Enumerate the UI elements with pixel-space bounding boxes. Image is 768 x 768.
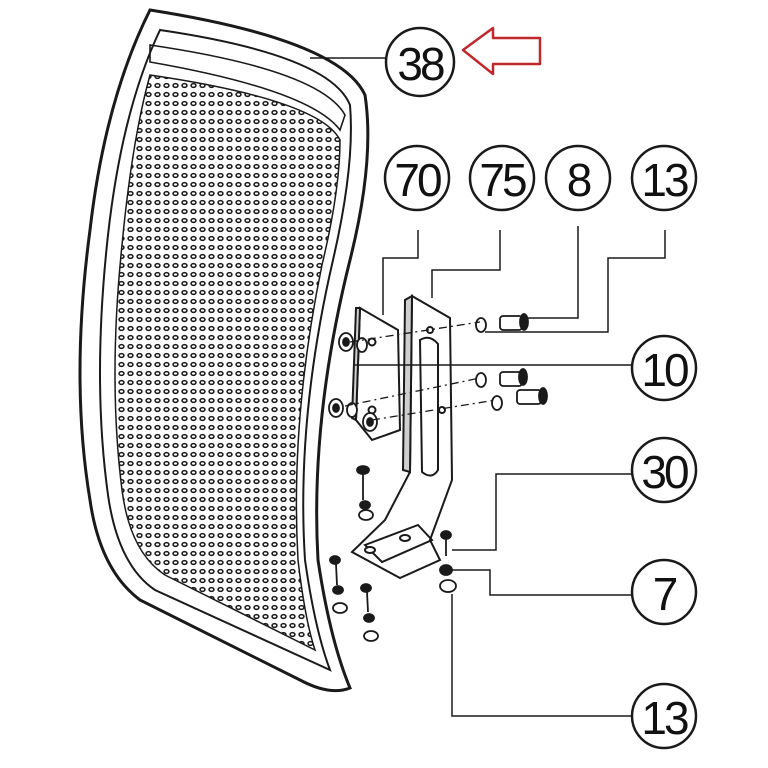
svg-text:13: 13 xyxy=(641,154,688,206)
callout-13-top: 13 xyxy=(630,144,698,212)
assembly-lines xyxy=(344,321,497,421)
callout-7: 7 xyxy=(630,558,698,626)
svg-text:70: 70 xyxy=(394,154,441,206)
callout-10: 10 xyxy=(630,334,698,402)
svg-text:8: 8 xyxy=(567,154,591,206)
callout-38: 38 xyxy=(384,26,456,98)
svg-text:38: 38 xyxy=(397,38,444,90)
svg-text:30: 30 xyxy=(641,446,688,498)
callout-70: 70 xyxy=(383,144,451,212)
backrest-mesh xyxy=(114,74,341,652)
leader-lines xyxy=(310,57,666,717)
callout-13-bottom: 13 xyxy=(630,682,698,750)
svg-text:10: 10 xyxy=(641,344,688,396)
svg-text:7: 7 xyxy=(653,568,677,620)
callout-30: 30 xyxy=(630,436,698,504)
svg-text:13: 13 xyxy=(641,692,688,744)
callout-75: 75 xyxy=(468,144,536,212)
callout-8: 8 xyxy=(544,144,612,212)
fasteners xyxy=(328,313,548,642)
highlight-arrow-icon xyxy=(461,26,542,76)
svg-text:75: 75 xyxy=(479,154,526,206)
